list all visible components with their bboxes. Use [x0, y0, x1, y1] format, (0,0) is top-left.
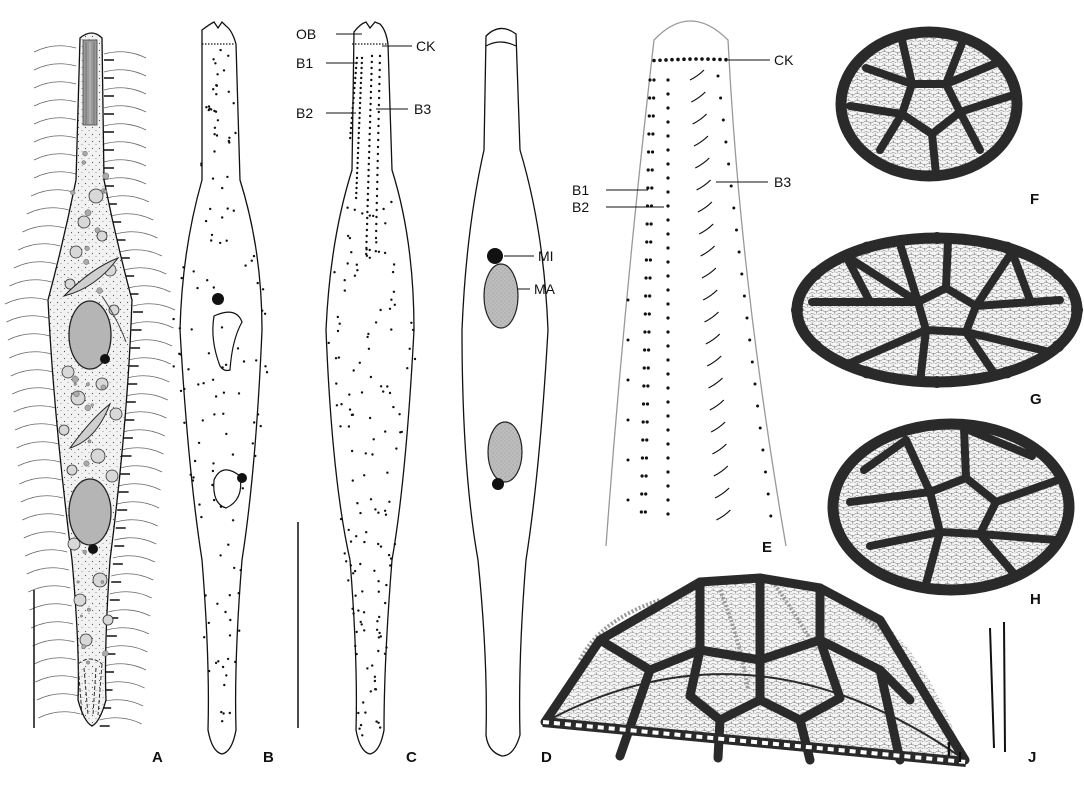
panel-e-cell-outline [605, 20, 787, 547]
panel-e-anterior-kinety-detail: CK B1 B2 B3 E [572, 20, 794, 556]
panel-a-macronucleus-2 [68, 478, 112, 546]
label-ck-panel-c: CK [416, 38, 436, 54]
panel-letter-e: E [762, 539, 772, 556]
label-b3-panel-c: B3 [414, 101, 431, 117]
panel-letter-h: H [1030, 591, 1041, 608]
label-b2-panel-e: B2 [572, 199, 589, 215]
panel-b-micronucleus-1 [212, 293, 224, 305]
panel-d-cell-body [461, 27, 549, 757]
panel-letter-c: C [406, 749, 417, 766]
panel-c-kineties [327, 54, 417, 737]
label-b1-panel-e: B1 [572, 182, 589, 198]
panel-b-cell-body [179, 20, 263, 755]
label-ma: MA [534, 281, 556, 297]
panel-e-kineties [626, 57, 773, 521]
panel-a-micronucleus-2 [88, 544, 98, 554]
panel-b-cell-outline: B [172, 20, 274, 766]
panel-d-micronucleus-1 [487, 248, 503, 264]
label-ob: OB [296, 26, 316, 42]
label-b3-panel-e: B3 [774, 174, 791, 190]
panel-i-lorica-dome: I [540, 573, 970, 767]
panel-letter-f: F [1030, 191, 1039, 208]
panel-d-macronucleus-1 [483, 263, 519, 329]
panel-d-micronucleus-2 [492, 478, 504, 490]
panel-d-nuclear-apparatus: MI MA D [461, 27, 556, 766]
panel-a-inclusions [58, 151, 123, 665]
panel-letter-j: J [1028, 749, 1036, 766]
panel-a-macronucleus-1 [68, 300, 112, 370]
panel-a-cilia [4, 45, 176, 727]
panel-g-lorica-plate: G [791, 232, 1083, 408]
panel-b-kineties [172, 48, 269, 723]
panel-letter-a: A [152, 749, 163, 766]
panel-h-rim [827, 418, 1075, 596]
panel-a-micronucleus-1 [100, 354, 110, 364]
panel-b-micronucleus-2 [237, 473, 247, 483]
panel-letter-b: B [263, 749, 274, 766]
panel-a-cell-drawing: A [4, 32, 176, 766]
panel-a-cell-body [47, 32, 133, 727]
panel-f-rim [835, 26, 1023, 182]
panel-a-posterior-opening [77, 658, 103, 716]
panel-b-macronucleus-outline-1 [212, 311, 243, 372]
panel-f-lorica-plate: F [835, 26, 1039, 208]
panel-j-scale-bars: J [989, 621, 1036, 766]
panel-letter-g: G [1030, 391, 1042, 408]
label-mi: MI [538, 248, 554, 264]
panel-b-macronucleus-outline-2 [213, 469, 242, 509]
panel-c-cell-kinety-map: OB CK B1 B2 B3 C [296, 21, 436, 766]
panel-h-lorica-plate: H [827, 418, 1075, 608]
panel-d-macronucleus-2 [487, 421, 523, 483]
label-b1-panel-c: B1 [296, 55, 313, 71]
panel-letter-d: D [541, 749, 552, 766]
panel-letter-i: I [958, 749, 962, 766]
panel-c-cell-body [325, 21, 415, 755]
label-b2-panel-c: B2 [296, 105, 313, 121]
label-ck-panel-e: CK [774, 52, 794, 68]
